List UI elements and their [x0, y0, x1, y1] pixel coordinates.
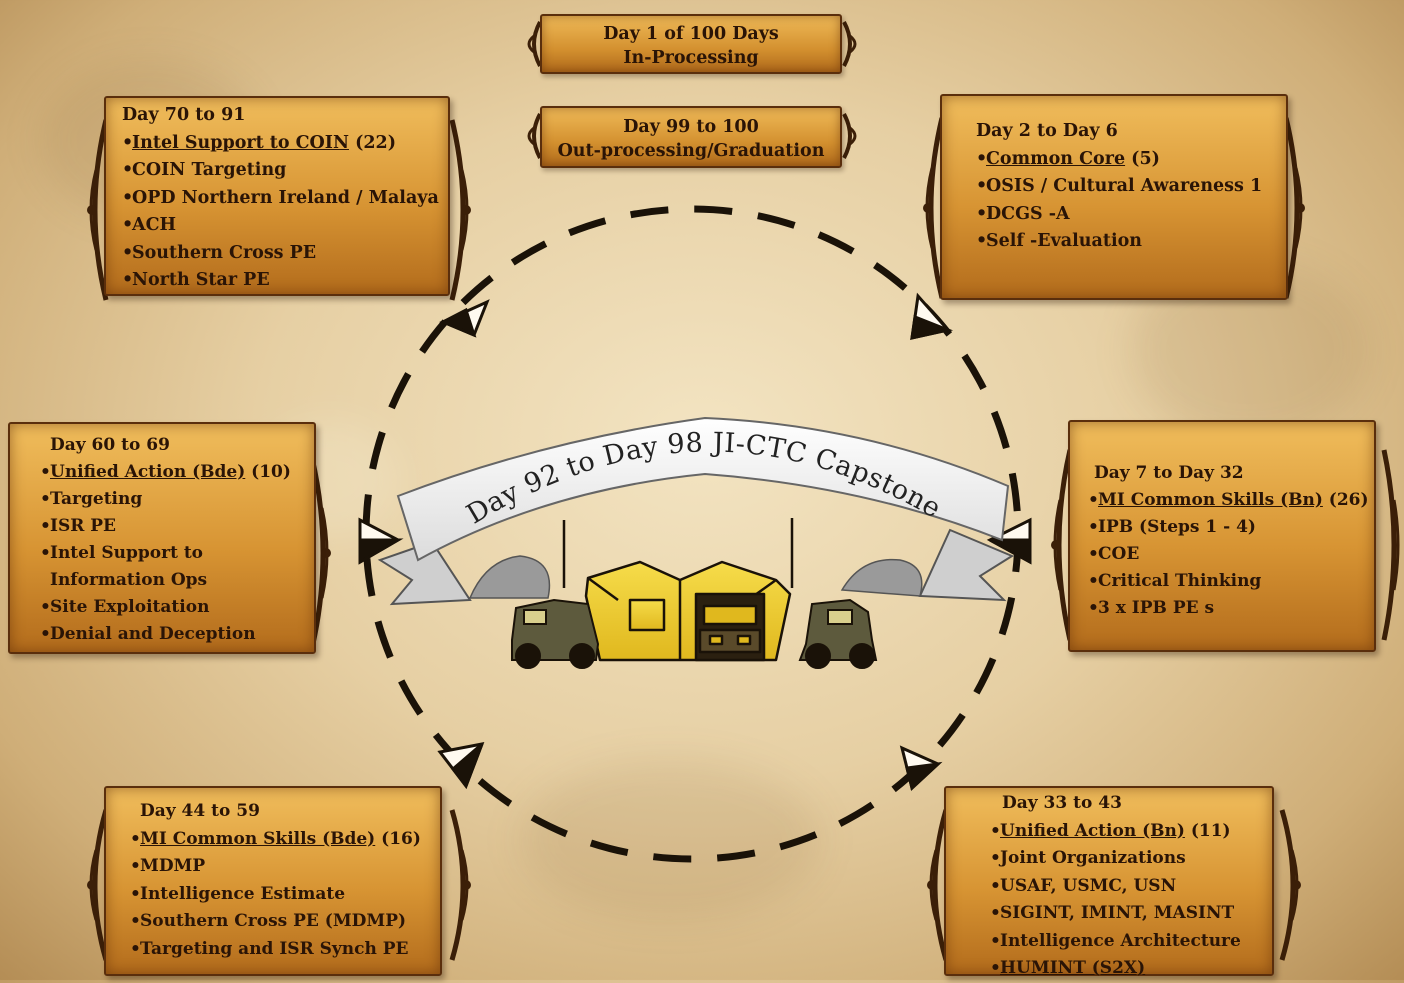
scroll-ornament-icon — [87, 809, 471, 961]
humvee-icon — [798, 598, 878, 669]
list-item: COE — [1088, 541, 1374, 568]
graduation-title: Day 99 to 100 — [623, 117, 759, 137]
scroll-ornament-icon — [1051, 449, 1400, 641]
list-item: MDMP — [130, 853, 440, 881]
humvee-icon — [511, 598, 600, 669]
day44-title: Day 44 to 59 — [140, 801, 260, 821]
list-item: HUMINT (S2X) — [990, 955, 1272, 983]
day60-title: Day 60 to 69 — [50, 435, 170, 455]
list-item: OPD Northern Ireland / Malaya — [122, 185, 448, 213]
cycle-arrow-icon — [439, 299, 490, 338]
scroll-ornament-icon — [527, 113, 857, 159]
list-item: 3 x IPB PE s — [1088, 595, 1374, 622]
list-item: DCGS -A — [976, 201, 1286, 229]
list-item: COIN Targeting — [122, 157, 448, 185]
scroll-ornament-icon — [87, 119, 471, 301]
day33-box: Day 33 to 43 Unified Action (Bn) (11) Jo… — [944, 786, 1274, 982]
list-item: Unified Action (Bde) (10) — [40, 459, 314, 486]
list-item: Intel Support to COIN (22) — [122, 130, 448, 158]
day2-title: Day 2 to Day 6 — [976, 121, 1118, 141]
inprocessing-subtitle: In-Processing — [623, 48, 759, 68]
list-item: Self -Evaluation — [976, 228, 1286, 256]
day60-list: Unified Action (Bde) (10) Targeting ISR … — [40, 459, 314, 648]
list-item: Critical Thinking — [1088, 568, 1374, 595]
inprocessing-title: Day 1 of 100 Days — [603, 24, 779, 44]
day60-box: Day 60 to 69 Unified Action (Bde) (10) T… — [8, 422, 316, 654]
day2-list: Common Core (5) OSIS / Cultural Awarenes… — [976, 146, 1286, 256]
list-item: Site Exploitation — [40, 594, 314, 621]
day7-box: Day 7 to Day 32 MI Common Skills (Bn) (2… — [1068, 420, 1376, 652]
day33-title: Day 33 to 43 — [1002, 793, 1122, 813]
scroll-ornament-icon — [927, 809, 1301, 961]
day44-box: Day 44 to 59 MI Common Skills (Bde) (16)… — [104, 786, 442, 976]
list-item: Intelligence Estimate — [130, 881, 440, 909]
list-item: Intelligence Architecture — [990, 928, 1272, 956]
cycle-arrow-icon — [910, 292, 954, 340]
cycle-arrow-icon — [358, 517, 404, 565]
list-item: ACH — [122, 212, 448, 240]
tent-icon — [562, 518, 794, 662]
inprocessing-box: Day 1 of 100 Days In-Processing — [540, 14, 842, 74]
day2-box: Day 2 to Day 6 Common Core (5) OSIS / Cu… — [940, 94, 1288, 300]
graduation-box: Day 99 to 100 Out-processing/Graduation — [540, 106, 842, 168]
graduation-subtitle: Out-processing/Graduation — [557, 141, 825, 161]
list-item: SIGINT, IMINT, MASINT — [990, 900, 1272, 928]
list-item: Common Core (5) — [976, 146, 1286, 174]
day70-box: Day 70 to 91 Intel Support to COIN (22) … — [104, 96, 450, 296]
list-item: MI Common Skills (Bn) (26) — [1088, 487, 1374, 514]
day7-list: MI Common Skills (Bn) (26) IPB (Steps 1 … — [1088, 487, 1374, 622]
list-item: Southern Cross PE — [122, 240, 448, 268]
list-item: North Star PE — [122, 267, 448, 295]
day70-title: Day 70 to 91 — [122, 105, 246, 125]
cycle-arrow-icon — [986, 517, 1032, 565]
list-item: Southern Cross PE (MDMP) — [130, 908, 440, 936]
list-item: MI Common Skills (Bde) (16) — [130, 826, 440, 854]
list-item: ISR PE — [40, 513, 314, 540]
day44-list: MI Common Skills (Bde) (16) MDMP Intelli… — [130, 826, 440, 964]
list-item: OSIS / Cultural Awareness 1 — [976, 173, 1286, 201]
scroll-ornament-icon — [923, 117, 1305, 299]
list-item: Denial and Deception — [40, 621, 314, 648]
list-item: IPB (Steps 1 - 4) — [1088, 514, 1374, 541]
list-item: Targeting and ISR Synch PE — [130, 936, 440, 964]
day33-list: Unified Action (Bn) (11) Joint Organizat… — [976, 818, 1272, 983]
day7-title: Day 7 to Day 32 — [1094, 463, 1244, 483]
cycle-arrow-icon — [437, 742, 485, 790]
list-item: Unified Action (Bn) (11) — [990, 818, 1272, 846]
cycle-arrow-icon — [899, 745, 943, 791]
scroll-ornament-icon — [309, 457, 331, 649]
list-item: USAF, USMC, USN — [990, 873, 1272, 901]
list-item: Joint Organizations — [990, 845, 1272, 873]
day70-list: Intel Support to COIN (22) COIN Targetin… — [122, 130, 448, 295]
scroll-ornament-icon — [527, 21, 857, 67]
list-item: Targeting — [40, 486, 314, 513]
